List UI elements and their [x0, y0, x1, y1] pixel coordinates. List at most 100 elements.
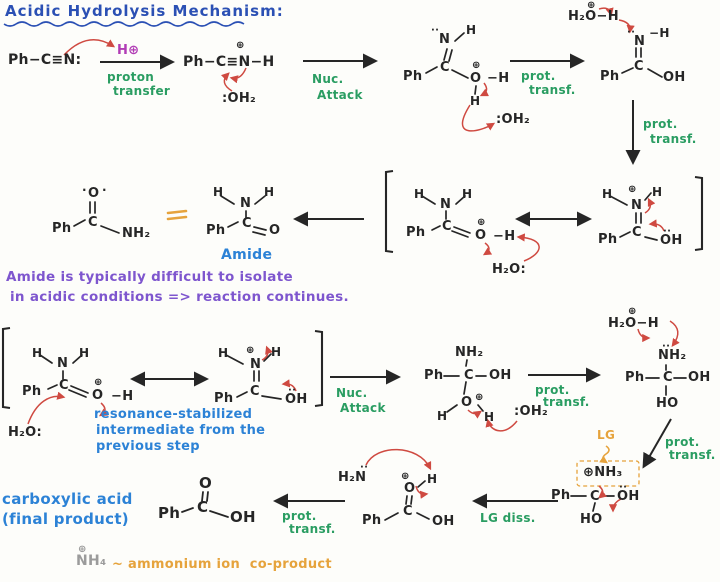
amide-note-2: in acidic conditions => reaction continu…: [10, 289, 349, 305]
se-Ph: Ph: [22, 384, 42, 399]
sh-hydronium-plus: ⊕: [628, 306, 637, 317]
sh-bonds: [645, 364, 687, 396]
curved-arrows-sh: [637, 320, 680, 347]
sj-plus: ⊕: [401, 471, 410, 482]
sf-O-dots: ··: [288, 385, 297, 396]
sa-Ph: Ph: [52, 221, 72, 236]
sj-H: H: [427, 472, 438, 486]
sk-Ph: Ph: [158, 504, 181, 522]
sj-bonds: [384, 480, 430, 521]
s4-OH: OH: [663, 70, 686, 85]
amide-note-1: Amide is typically difficult to isolate: [6, 269, 293, 285]
sg-O: O: [461, 395, 473, 410]
sh-OH: OH: [688, 370, 711, 385]
bracket-open-row2: [384, 169, 394, 254]
sf-C: C: [250, 384, 260, 399]
si-OH: OH: [617, 489, 640, 504]
reaction-arrow-8-diagonal: [642, 418, 672, 469]
arrow4-label-2: transf.: [650, 132, 697, 146]
sc-Ph: Ph: [406, 225, 426, 240]
curved-arrows-sc: [482, 233, 540, 262]
sa-O: O: [88, 186, 100, 201]
sb-H-right: H: [264, 185, 275, 199]
arrow3-label-2: transf.: [529, 83, 576, 97]
arrow8-label-2: transf.: [289, 522, 336, 536]
arrow5-label-2: Attack: [340, 401, 386, 415]
sc-plus: ⊕: [477, 217, 486, 228]
sc-bonds: [421, 195, 471, 238]
si-NH3: ⊕NH₃: [583, 465, 623, 480]
si-C: C: [590, 489, 600, 504]
arrow5-label-1: Nuc.: [336, 386, 368, 400]
sd-bonds: [609, 192, 658, 241]
bracket-close-row2: [694, 175, 704, 252]
sd-Ph: Ph: [598, 232, 618, 247]
sc-C: C: [442, 219, 452, 234]
sk-O: O: [199, 474, 213, 492]
sd-N: N: [631, 198, 643, 213]
se-H-left: H: [32, 346, 43, 360]
s4-hydronium: H₂O−H: [568, 9, 619, 24]
se-bonds: [39, 354, 89, 398]
se-water: H₂O:: [8, 425, 43, 440]
se-O: O: [92, 388, 104, 403]
sc-OH: −H: [493, 229, 516, 244]
bracket-close-row3: [314, 329, 324, 408]
se-OH: −H: [111, 389, 134, 404]
sf-OH: OH: [285, 392, 308, 407]
se-N: N: [57, 356, 69, 371]
s4-N: N: [634, 34, 646, 49]
s3-water: :OH₂: [496, 112, 531, 127]
sj-O: O: [404, 481, 416, 496]
bracket-open-row3: [1, 326, 11, 410]
curved-arrows-s2: [221, 67, 247, 92]
arrow2-label-2: Attack: [317, 88, 363, 102]
sg-H-right: H: [484, 410, 495, 424]
sb-Ph: Ph: [206, 223, 226, 238]
sh-N-dots: ··: [662, 341, 671, 352]
arrow6-label-2: transf.: [543, 395, 590, 409]
lg-label: LG: [597, 428, 616, 442]
sj-H2N: H₂N: [338, 470, 367, 485]
s3-C: C: [440, 60, 450, 75]
sj-Ph: Ph: [362, 513, 382, 528]
arrow1-label-2: transfer: [113, 84, 171, 98]
sf-H-right: H: [271, 345, 282, 359]
arrow1-label-1: proton: [107, 70, 155, 84]
sg-C: C: [464, 368, 474, 383]
sa-O-dots-right: ·: [102, 183, 107, 197]
s3-H-top: H: [466, 23, 477, 37]
se-C: C: [59, 378, 69, 393]
curved-arrows-sj: [365, 448, 432, 499]
sa-NH2: NH₂: [122, 226, 151, 241]
s2-water: :OH₂: [222, 91, 257, 106]
sb-C: C: [242, 216, 252, 231]
curved-arrows-s4: [598, 7, 635, 34]
arrow7-label-2: transf.: [669, 448, 716, 462]
amide-label: Amide: [221, 247, 273, 263]
curved-arrows-sd: [644, 197, 665, 232]
sb-bonds: [220, 195, 267, 236]
s3-OH-right: −H: [487, 71, 510, 86]
sc-N: N: [440, 197, 452, 212]
product-label-1: carboxylic acid: [2, 490, 133, 508]
sg-H-left: H: [437, 409, 448, 423]
sh-HO: HO: [656, 396, 679, 411]
sc-H-left: H: [414, 187, 425, 201]
sh-C: C: [663, 370, 673, 385]
s1-formula: Ph−C≡N:: [8, 52, 82, 68]
se-plus: ⊕: [94, 377, 103, 388]
sc-H-right: H: [462, 187, 473, 201]
sg-plus: ⊕: [475, 392, 484, 403]
sg-bonds: [443, 359, 487, 413]
arrow7-label-1: prot.: [665, 435, 700, 449]
sg-water: :OH₂: [514, 404, 549, 419]
resonance-note-1: resonance-stabilized: [94, 407, 253, 422]
coproduct-nh4: NH₄: [76, 553, 107, 569]
si-Ph: Ph: [551, 488, 571, 503]
page-title: Acidic Hydrolysis Mechanism:: [5, 2, 284, 20]
sf-plus: ⊕: [246, 345, 255, 356]
s3-H-below: H: [470, 94, 481, 108]
